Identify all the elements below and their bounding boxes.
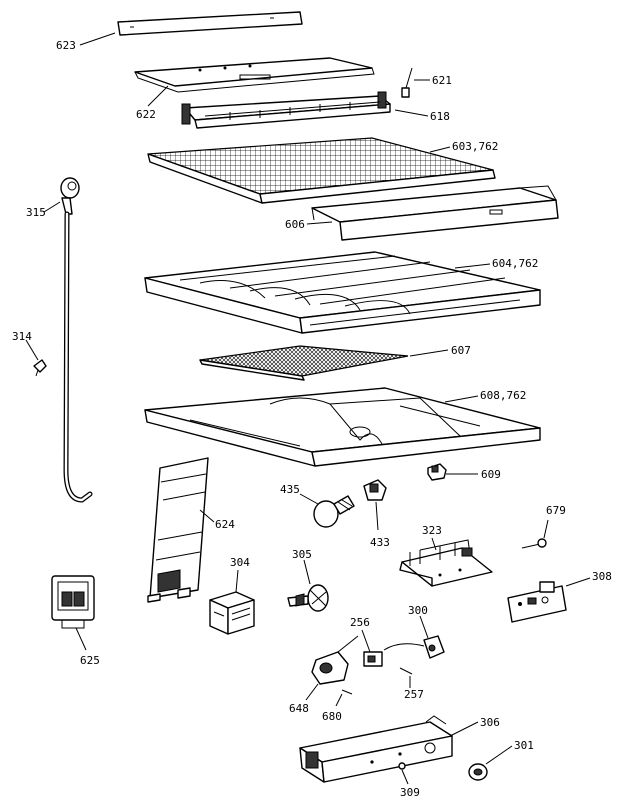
part-433-socket	[363, 479, 387, 501]
label-323: 323	[422, 524, 442, 537]
label-679: 679	[546, 504, 566, 517]
part-604-tray	[144, 251, 541, 334]
label-308: 308	[592, 570, 612, 583]
part-256-switch	[363, 651, 383, 667]
part-609-bracket	[427, 463, 447, 481]
label-257: 257	[404, 688, 424, 701]
part-314-clip	[33, 359, 47, 377]
label-300: 300	[408, 604, 428, 617]
part-257-screw	[399, 667, 413, 675]
label-256: 256	[350, 616, 370, 629]
part-315-tube	[60, 177, 93, 503]
label-680: 680	[322, 710, 342, 723]
part-625-control-box	[51, 575, 95, 629]
part-648-motor	[311, 635, 359, 685]
part-680-screw	[341, 689, 353, 695]
part-309-screw	[398, 762, 406, 770]
part-304-block	[209, 591, 255, 635]
part-323-housing	[399, 539, 493, 587]
part-300-relay	[383, 635, 445, 659]
label-306: 306	[480, 716, 500, 729]
label-603: 603,762	[452, 140, 498, 153]
part-435-bulb	[313, 495, 355, 528]
part-622-cover	[134, 57, 375, 93]
part-305-damper	[287, 584, 329, 612]
label-435: 435	[280, 483, 300, 496]
part-607-filter	[199, 345, 409, 381]
part-621-wire	[401, 67, 413, 98]
label-305: 305	[292, 548, 312, 561]
part-308-bracket	[507, 581, 567, 623]
label-309: 309	[400, 786, 420, 799]
label-623: 623	[56, 39, 76, 52]
label-606: 606	[285, 218, 305, 231]
label-618: 618	[430, 110, 450, 123]
part-606-crisper-front	[311, 185, 559, 241]
label-604: 604,762	[492, 257, 538, 270]
label-315: 315	[26, 206, 46, 219]
part-306-housing	[299, 715, 453, 783]
label-648: 648	[289, 702, 309, 715]
label-607: 607	[451, 344, 471, 357]
label-609: 609	[481, 468, 501, 481]
label-433: 433	[370, 536, 390, 549]
part-608-pan	[144, 387, 541, 467]
label-608: 608,762	[480, 389, 526, 402]
label-624: 624	[215, 518, 235, 531]
part-603-shelf	[147, 137, 496, 204]
label-625: 625	[80, 654, 100, 667]
label-304: 304	[230, 556, 250, 569]
part-623-strip	[117, 11, 303, 36]
part-679-screw	[521, 538, 547, 549]
part-624-panel	[147, 457, 209, 603]
label-301: 301	[514, 739, 534, 752]
label-621: 621	[432, 74, 452, 87]
part-618-rail	[181, 91, 391, 129]
part-301-knob	[468, 763, 488, 781]
label-622: 622	[136, 108, 156, 121]
label-314: 314	[12, 330, 32, 343]
